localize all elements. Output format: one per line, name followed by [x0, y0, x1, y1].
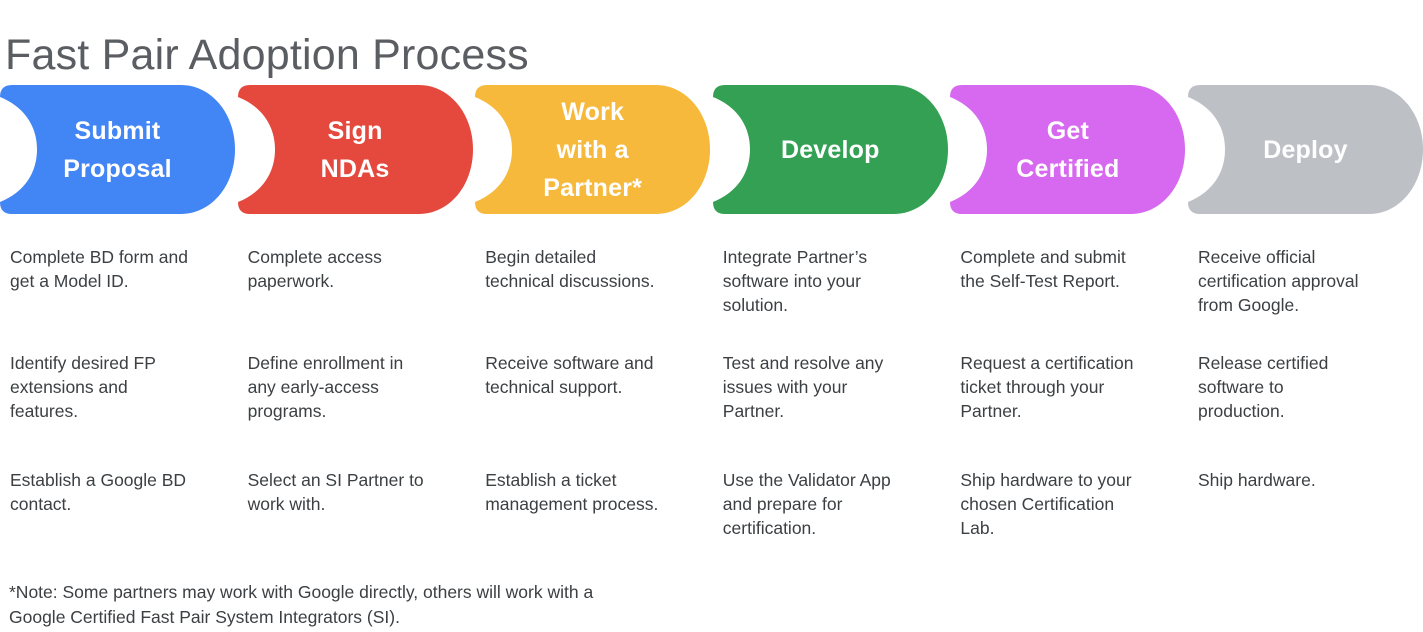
step-label: Get Certified — [1016, 116, 1120, 183]
note-text: Receive software and technical support. — [485, 353, 654, 397]
chevron-shape-blue — [0, 85, 235, 214]
note-text: Use the Validator App and prepare for ce… — [722, 470, 891, 538]
note-text: Test and resolve any issues with your Pa… — [722, 353, 884, 421]
chevron-shape-red — [237, 85, 473, 214]
notes-col-get-certified: Complete and submit the Self-Test Report… — [950, 245, 1185, 575]
note-text: Establish a ticket management process. — [485, 470, 659, 514]
note-text: Request a certification ticket through y… — [960, 353, 1134, 421]
page-title: Fast Pair Adoption Process — [5, 30, 529, 79]
note-text: Ship hardware to your chosen Certificati… — [960, 470, 1132, 538]
note-text: Begin detailed technical discussions. — [485, 247, 655, 291]
chevron-shape-gray — [1187, 85, 1423, 214]
step-get-certified: Get Certified — [950, 85, 1186, 214]
step-sign-ndas: Sign NDAs — [237, 85, 473, 214]
notes-col-deploy: Receive official certification approval … — [1188, 245, 1423, 575]
step-label: Submit Proposal — [63, 116, 172, 183]
step-label: Work with a Partner* — [543, 97, 643, 202]
note-text: Integrate Partner’s software into your s… — [722, 247, 868, 315]
step-notes-row: Complete BD form and get a Model ID. Ide… — [0, 245, 1423, 575]
note-text: Select an SI Partner to work with. — [247, 470, 424, 514]
step-work-with-partner: Work with a Partner* — [475, 85, 711, 214]
note-text: Complete and submit the Self-Test Report… — [960, 247, 1126, 291]
note-text: Identify desired FP extensions and featu… — [10, 353, 156, 421]
footnote: *Note: Some partners may work with Googl… — [9, 582, 594, 627]
chevron-shape-magenta — [950, 85, 1186, 214]
chevron-shape-green — [712, 85, 948, 214]
notes-col-submit-proposal: Complete BD form and get a Model ID. Ide… — [0, 245, 235, 575]
note-text: Receive official certification approval … — [1197, 247, 1359, 315]
note-text: Release certified software to production… — [1197, 353, 1329, 421]
step-label: Deploy — [1263, 135, 1348, 164]
step-develop: Develop — [712, 85, 948, 214]
note-text: Define enrollment in any early-access pr… — [247, 353, 404, 421]
notes-col-sign-ndas: Complete access paperwork. Define enroll… — [238, 245, 473, 575]
step-label: Sign NDAs — [320, 116, 390, 183]
note-text: Ship hardware. — [1197, 470, 1316, 490]
note-text: Complete access paperwork. — [247, 247, 382, 291]
step-deploy: Deploy — [1187, 85, 1423, 214]
notes-col-develop: Integrate Partner’s software into your s… — [713, 245, 948, 575]
note-text: Establish a Google BD contact. — [10, 470, 187, 514]
note-text: Complete BD form and get a Model ID. — [10, 247, 188, 291]
notes-col-work-with-partner: Begin detailed technical discussions. Re… — [475, 245, 710, 575]
process-steps-row: Submit Proposal Sign NDAs Work with a Pa… — [0, 85, 1423, 214]
step-submit-proposal: Submit Proposal — [0, 85, 235, 214]
step-label: Develop — [780, 135, 880, 164]
chevron-shape-yellow — [475, 85, 711, 214]
